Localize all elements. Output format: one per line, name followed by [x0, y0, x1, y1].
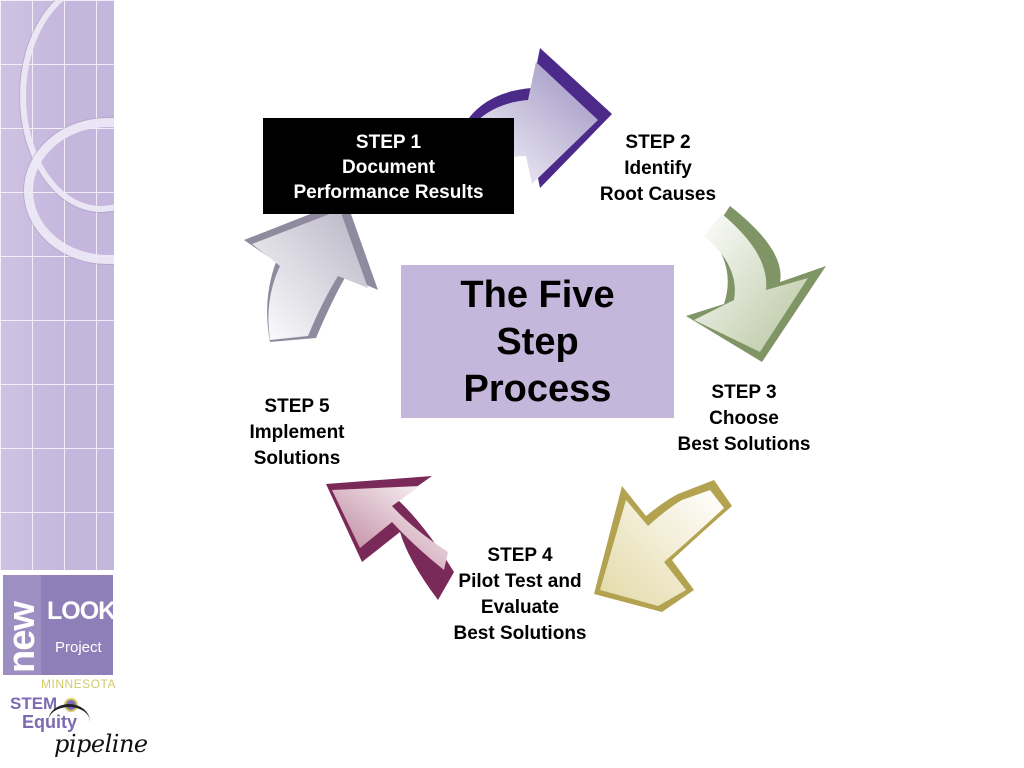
step-1-box: STEP 1 Document Performance Results	[263, 118, 514, 214]
logo-project-text: Project	[55, 639, 102, 656]
diagram-title-line: Process	[463, 368, 612, 410]
arrow-step4-to-step5	[326, 476, 454, 600]
step-4-line: Evaluate	[480, 597, 560, 618]
step-4-line: Pilot Test and	[458, 571, 582, 592]
step-3-title: STEP 3	[711, 382, 777, 403]
diagram-title-line: The Five	[460, 274, 615, 316]
stem-text: STEM	[10, 694, 58, 713]
step-3-line: Choose	[709, 408, 779, 429]
step-2-line: Root Causes	[599, 184, 717, 205]
step-3-line: Best Solutions	[677, 434, 811, 455]
step-5-line: Solutions	[253, 448, 341, 469]
step-4-title: STEP 4	[487, 545, 553, 566]
logo-state-text: MINNESOTA	[41, 677, 116, 691]
arrow-step2-to-step3	[686, 206, 826, 362]
step-2-title: STEP 2	[625, 132, 691, 153]
step-5-label: STEP 5 Implement Solutions	[228, 394, 366, 472]
step-1-line: Performance Results	[293, 182, 484, 203]
diagram-title-box: The Five Step Process	[401, 265, 674, 418]
equity-text: Equity	[22, 712, 78, 732]
diagram-title-line: Step	[496, 321, 579, 363]
new-look-project-logo: new LOOK Project MINNESOTA	[1, 575, 116, 691]
stem-equity-pipeline-logo: STEM Equity pipeline	[8, 694, 148, 766]
step-5-title: STEP 5	[264, 396, 330, 417]
pipeline-text: pipeline	[54, 730, 148, 758]
logo-swoosh-icon	[48, 704, 90, 739]
step-1-title: STEP 1	[355, 132, 422, 153]
decorative-sidebar	[0, 0, 114, 570]
logo-new-column	[3, 575, 41, 675]
arrow-step5-to-step1	[244, 200, 378, 342]
step-4-line: Best Solutions	[453, 623, 587, 644]
logo-look-box	[41, 575, 113, 675]
step-5-line: Implement	[249, 422, 345, 443]
step-3-label: STEP 3 Choose Best Solutions	[662, 380, 826, 458]
step-4-label: STEP 4 Pilot Test and Evaluate Best Solu…	[436, 543, 604, 647]
step-2-line: Identify	[624, 158, 692, 179]
step-2-label: STEP 2 Identify Root Causes	[586, 130, 730, 208]
arrow-step3-to-step4	[594, 480, 732, 612]
step-1-line: Document	[342, 157, 435, 178]
logo-look-text: LOOK	[47, 597, 116, 625]
